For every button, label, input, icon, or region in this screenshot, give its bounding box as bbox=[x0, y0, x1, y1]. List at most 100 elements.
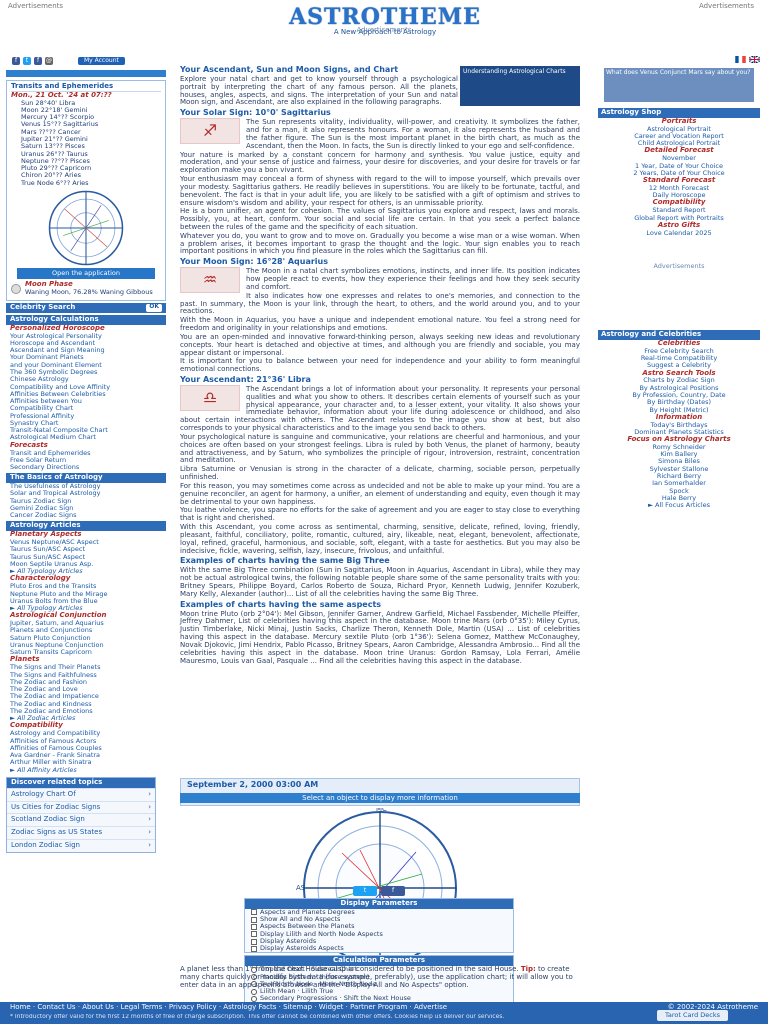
display-option[interactable]: Display Lilith and North Node Aspects bbox=[245, 930, 513, 938]
checkbox[interactable] bbox=[251, 916, 257, 923]
sidebar-link[interactable]: Pluto Eros and the Transits bbox=[10, 583, 97, 591]
sidebar-link[interactable]: Kim Ballery bbox=[660, 451, 698, 459]
sidebar-link[interactable]: The Signs and Faithfulness bbox=[10, 671, 97, 679]
sidebar-link[interactable]: Solar and Tropical Astrology bbox=[10, 490, 101, 498]
calculation-option[interactable]: True North Node · Mean North Node bbox=[245, 980, 513, 988]
sidebar-link[interactable]: Jupiter, Saturn, and Aquarius bbox=[10, 620, 104, 628]
sidebar-link[interactable]: Child Astrological Portrait bbox=[637, 140, 721, 148]
sidebar-link[interactable]: Chinese Astrology bbox=[10, 376, 69, 384]
sidebar-link[interactable]: Affinities Between Celebrities bbox=[10, 390, 106, 398]
sidebar-link[interactable]: The Zodiac and Impatience bbox=[10, 693, 99, 701]
sidebar-link[interactable]: By Astrological Positions bbox=[639, 384, 719, 392]
sidebar-link[interactable]: By Birthday (Dates) bbox=[647, 399, 711, 407]
sidebar-link[interactable]: Affinities of Famous Actors bbox=[10, 737, 97, 745]
sidebar-link[interactable]: Ascendant and Sign Meaning bbox=[10, 347, 105, 355]
sidebar-link[interactable]: Uranus Neptune Conjunction bbox=[10, 641, 104, 649]
sidebar-link[interactable]: Secondary Directions bbox=[10, 464, 80, 472]
sidebar-link[interactable]: Compatibility Chart bbox=[10, 405, 74, 413]
transit-wheel[interactable] bbox=[48, 190, 124, 266]
discover-item[interactable]: Scotland Zodiac Sign› bbox=[7, 813, 155, 826]
display-option[interactable]: Show All and No Aspects bbox=[245, 915, 513, 923]
big-three-paragraph[interactable]: With the same Big Three combination (Sun… bbox=[180, 566, 580, 598]
sidebar-link[interactable]: Free Celebrity Search bbox=[644, 347, 714, 355]
sidebar-link[interactable]: Gemini Zodiac Sign bbox=[10, 504, 74, 512]
sidebar-link[interactable]: Taurus Zodiac Sign bbox=[10, 497, 72, 505]
checkbox[interactable] bbox=[251, 909, 257, 916]
sidebar-link[interactable]: Horoscope and Ascendant bbox=[10, 339, 96, 347]
sidebar-link[interactable]: Standard Report bbox=[652, 207, 706, 215]
sidebar-link[interactable]: Free Solar Return bbox=[10, 456, 67, 464]
sidebar-link[interactable]: The 360 Symbolic Degrees bbox=[10, 369, 98, 377]
sidebar-link[interactable]: Uranus Bolts from the Blue bbox=[10, 597, 98, 605]
sidebar-link[interactable]: Synastry Chart bbox=[10, 419, 59, 427]
sidebar-link[interactable]: Planets and Conjunctions bbox=[10, 627, 93, 635]
sidebar-link[interactable]: The Usefulness of Astrology bbox=[10, 483, 101, 491]
sidebar-link[interactable]: Dominant Planets Statistics bbox=[634, 428, 724, 436]
calculation-option[interactable]: Tropical Chart · Sidereal Chart bbox=[245, 965, 513, 973]
discover-item[interactable]: London Zodiac Sign› bbox=[7, 839, 155, 852]
checkbox[interactable] bbox=[251, 938, 257, 945]
sidebar-link[interactable]: Today's Birthdays bbox=[650, 421, 708, 429]
sidebar-link[interactable]: Simona Biles bbox=[658, 458, 700, 466]
sidebar-link[interactable]: Taurus Sun/ASC Aspect bbox=[10, 553, 86, 561]
sidebar-link[interactable]: Transit-Natal Composite Chart bbox=[10, 427, 108, 435]
sidebar-link[interactable]: Real-time Compatibility bbox=[640, 355, 718, 363]
sidebar-link[interactable]: Taurus Sun/ASC Aspect bbox=[10, 546, 86, 554]
radio-button[interactable] bbox=[251, 981, 257, 988]
sidebar-link[interactable]: Global Report with Portraits bbox=[634, 214, 724, 222]
sidebar-link[interactable]: Astrology and Compatibility bbox=[10, 730, 101, 738]
sidebar-link[interactable]: and your Dominant Element bbox=[10, 361, 102, 369]
sidebar-link[interactable]: Richard Berry bbox=[656, 473, 702, 481]
sidebar-link[interactable]: Venus Neptune/ASC Aspect bbox=[10, 539, 99, 547]
sidebar-link[interactable]: November bbox=[662, 155, 696, 163]
sidebar-more-link[interactable]: ► All Affinity Articles bbox=[10, 765, 77, 774]
sidebar-link[interactable]: Suggest a Celebrity bbox=[647, 362, 711, 370]
sidebar-link[interactable]: Ian Somerhalder bbox=[652, 480, 706, 488]
sidebar-more-link[interactable]: ► All Typology Articles bbox=[10, 604, 83, 613]
same-aspects-paragraph[interactable]: Moon trine Pluto (orb 2°04'): Mel Gibson… bbox=[180, 609, 580, 665]
sidebar-link[interactable]: The Zodiac and Kindness bbox=[10, 700, 92, 708]
facebook-icon[interactable]: f bbox=[12, 57, 20, 65]
tarot-card-decks-button[interactable]: Tarot Card Decks bbox=[657, 1010, 728, 1022]
sidebar-link[interactable]: Sylvester Stallone bbox=[649, 465, 709, 473]
sidebar-link[interactable]: By Profession, Country, Date bbox=[632, 391, 726, 399]
sidebar-link[interactable]: By Height (Metric) bbox=[649, 406, 709, 414]
mail-icon[interactable]: @ bbox=[45, 56, 53, 65]
sidebar-link[interactable]: Arthur Miller with Sinatra bbox=[10, 759, 92, 767]
sidebar-link[interactable]: Transit and Ephemerides bbox=[10, 449, 91, 457]
sidebar-link[interactable]: Affinities between You bbox=[10, 398, 82, 406]
sidebar-link[interactable]: Neptune Pluto and the Mirage bbox=[10, 590, 108, 598]
calculation-option[interactable]: Placidus System · (house system) bbox=[245, 973, 513, 981]
discover-item[interactable]: Us Cities for Zodiac Signs› bbox=[7, 800, 155, 814]
sidebar-link[interactable]: Astrological Medium Chart bbox=[10, 434, 96, 442]
sidebar-link[interactable]: Charts by Zodiac Sign bbox=[643, 377, 715, 385]
display-option[interactable]: Display Asteroids bbox=[245, 937, 513, 945]
sidebar-link[interactable]: Ava Gardner - Frank Sinatra bbox=[10, 752, 101, 760]
sidebar-link[interactable]: Saturn Pluto Conjunction bbox=[10, 634, 91, 642]
facebook-share-icon[interactable]: f bbox=[34, 57, 42, 65]
sidebar-link[interactable]: 12 Month Forecast bbox=[648, 184, 710, 192]
sidebar-more-link[interactable]: ► All Focus Articles bbox=[647, 502, 711, 510]
facebook-share-icon[interactable]: f bbox=[381, 886, 405, 896]
calculation-option[interactable]: Secondary Progressions · Shift the Next … bbox=[245, 995, 513, 1002]
sidebar-link[interactable]: The Zodiac and Emotions bbox=[10, 707, 93, 715]
transits-title[interactable]: Transits and Ephemerides bbox=[11, 82, 161, 92]
twitter-share-icon[interactable]: t bbox=[353, 886, 377, 896]
sidebar-link[interactable]: Compatibility and Love Affinity bbox=[10, 383, 111, 391]
sidebar-link[interactable]: Daily Horoscope bbox=[652, 192, 706, 200]
display-option[interactable]: Aspects Between the Planets bbox=[245, 923, 513, 930]
calculation-option[interactable]: Lilith Mean · Lilith True bbox=[245, 987, 513, 995]
sidebar-link[interactable]: Your Dominant Planets bbox=[10, 354, 84, 362]
sidebar-link[interactable]: Hale Berry bbox=[661, 494, 697, 502]
display-option[interactable]: Display Asteroids Aspects bbox=[245, 944, 513, 952]
open-application-button[interactable]: Open the application bbox=[17, 267, 155, 280]
checkbox[interactable] bbox=[251, 931, 257, 938]
discover-item[interactable]: Astrology Chart Of› bbox=[7, 787, 155, 801]
sidebar-link[interactable]: Cancer Zodiac Signs bbox=[10, 512, 77, 520]
discover-item[interactable]: Zodiac Signs as US States› bbox=[7, 826, 155, 839]
sidebar-link[interactable]: The Zodiac and Fashion bbox=[10, 678, 87, 686]
celebrity-search-bar[interactable]: Celebrity Search OK bbox=[6, 303, 166, 314]
twitter-icon[interactable]: t bbox=[23, 57, 31, 65]
sidebar-link[interactable]: Your Astrological Personality bbox=[10, 332, 102, 340]
sidebar-more-link[interactable]: ► All Typology Articles bbox=[10, 567, 83, 576]
